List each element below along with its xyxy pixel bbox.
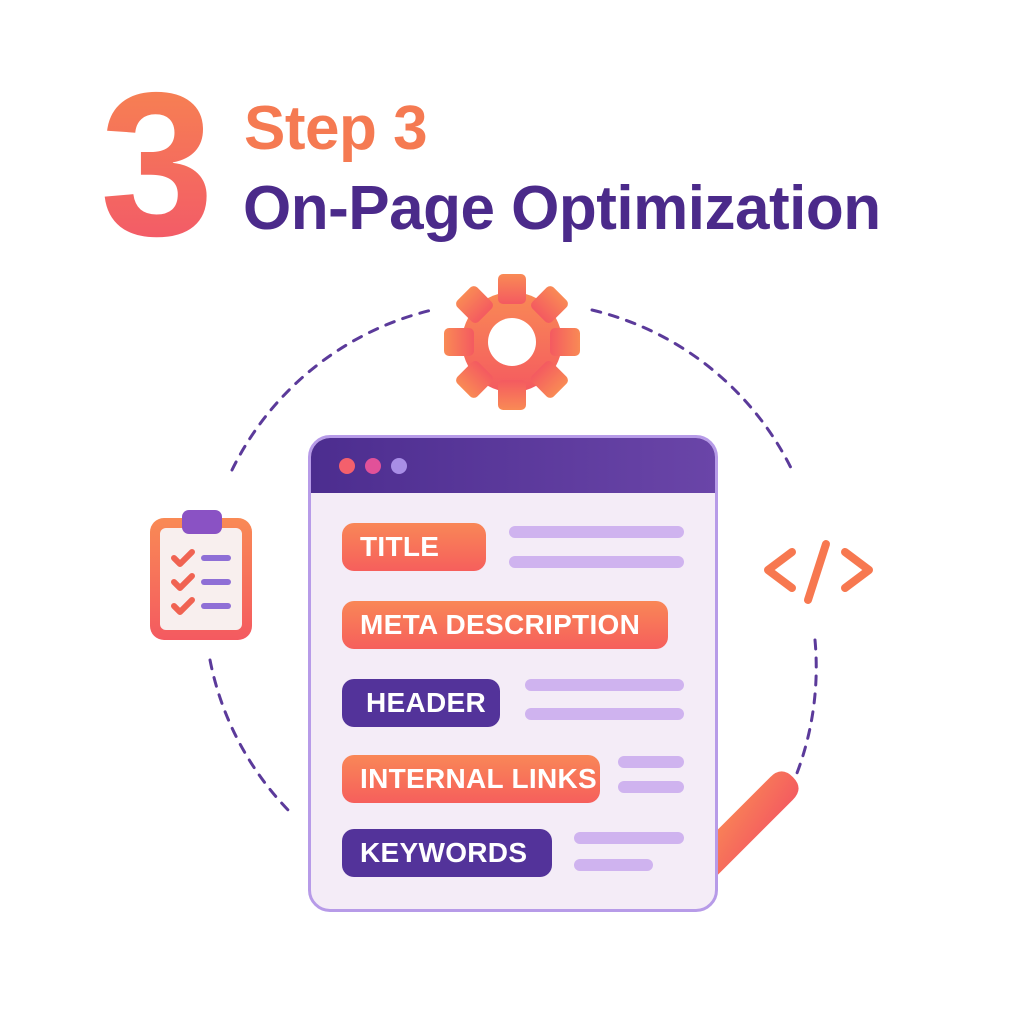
browser-title-bar bbox=[311, 438, 715, 493]
gear-icon bbox=[444, 274, 580, 410]
tag-header: HEADER bbox=[342, 679, 500, 727]
window-dot-red bbox=[339, 458, 355, 474]
text-line-placeholder bbox=[618, 756, 684, 768]
browser-window: TITLE META DESCRIPTION HEADER INTERNAL L… bbox=[308, 435, 718, 912]
window-dot-pink bbox=[365, 458, 381, 474]
step-label: Step 3 bbox=[244, 94, 428, 163]
step-number: 3 bbox=[100, 50, 214, 279]
text-line-placeholder bbox=[525, 679, 684, 691]
text-line-placeholder bbox=[509, 526, 684, 538]
tag-keywords: KEYWORDS bbox=[342, 829, 552, 877]
tag-internal-links: INTERNAL LINKS bbox=[342, 755, 600, 803]
text-line-placeholder bbox=[574, 832, 684, 844]
dashed-orbit bbox=[208, 308, 818, 814]
window-dot-lavender bbox=[391, 458, 407, 474]
text-line-placeholder bbox=[525, 708, 684, 720]
clipboard-checklist-icon bbox=[150, 510, 252, 640]
tag-title: TITLE bbox=[342, 523, 486, 571]
text-line-placeholder bbox=[509, 556, 684, 568]
tag-meta-description: META DESCRIPTION bbox=[342, 601, 668, 649]
text-line-placeholder bbox=[574, 859, 653, 871]
page-title: On-Page Optimization bbox=[243, 174, 881, 243]
code-brackets-icon bbox=[764, 540, 873, 604]
text-line-placeholder bbox=[618, 781, 684, 793]
